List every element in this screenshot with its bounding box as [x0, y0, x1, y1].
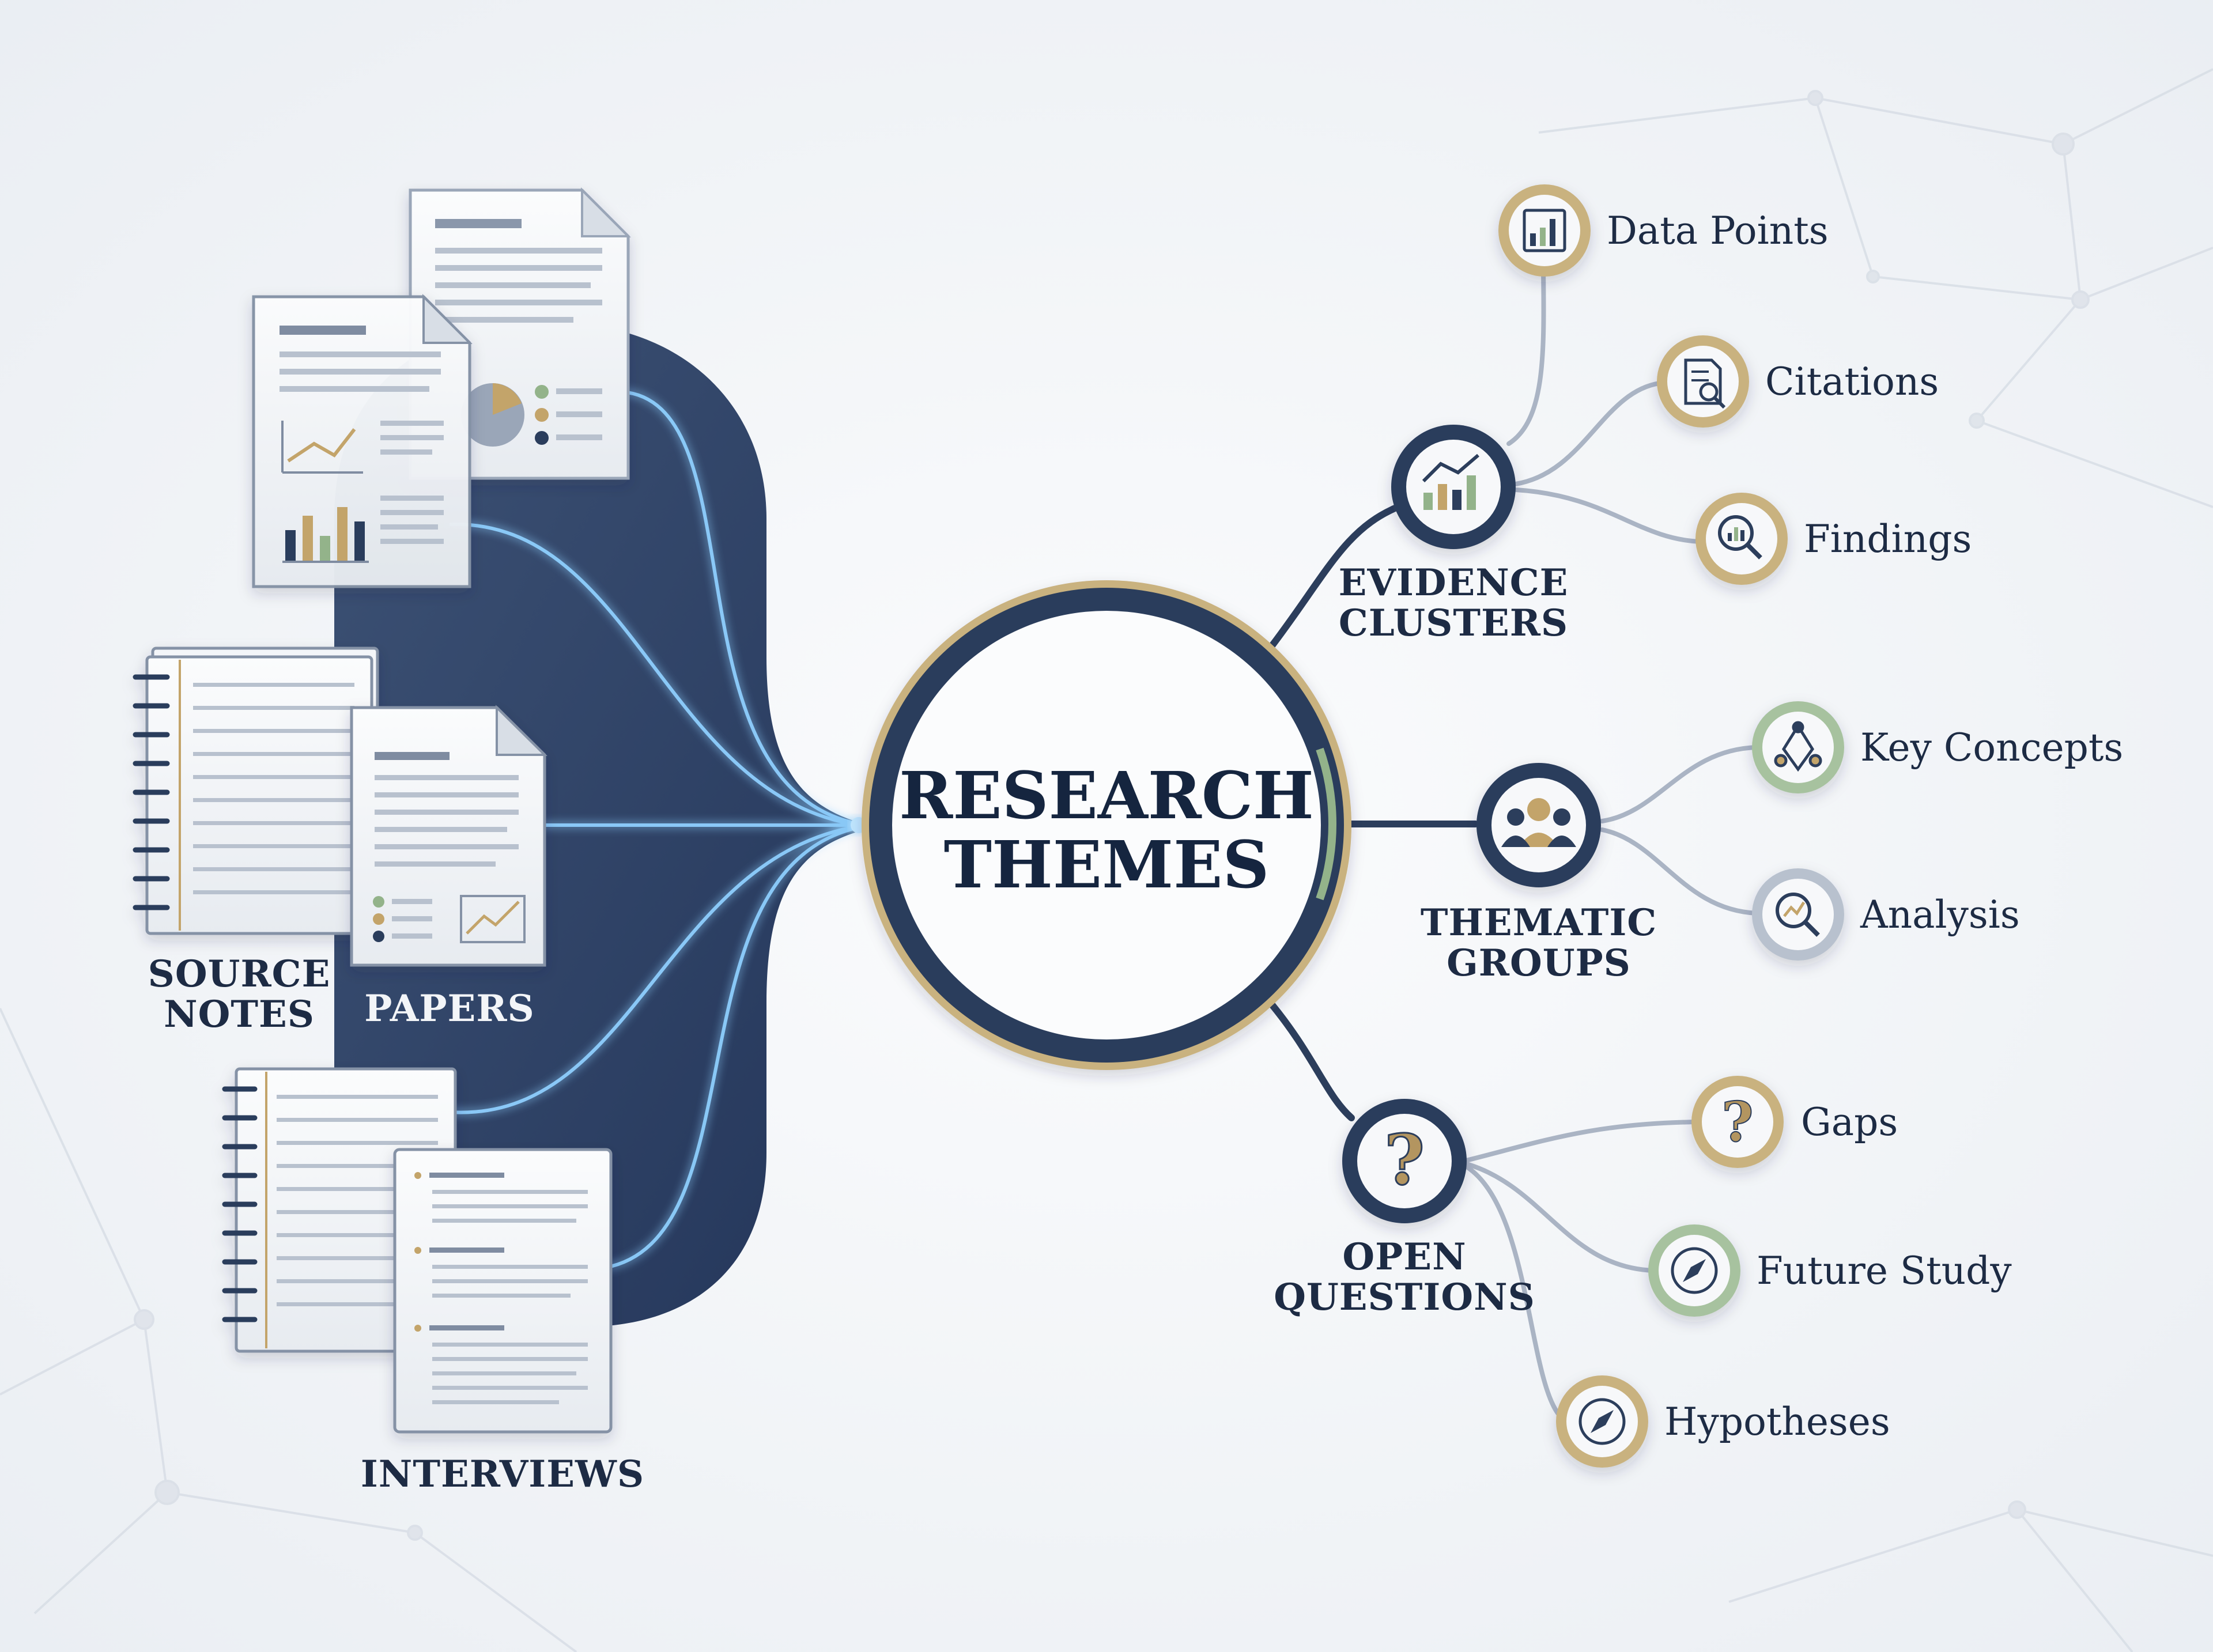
center-node[interactable]: [862, 580, 1351, 1070]
magnifier-chart-icon: [1718, 515, 1762, 560]
concepts-icon: [1774, 721, 1822, 772]
question-mark-icon: ?: [1721, 1090, 1754, 1154]
leaf-gaps-label: Gaps: [1801, 1100, 1898, 1144]
hub-thematic-label-line1: THEMATIC: [1421, 901, 1657, 944]
leaf-connectors: [1462, 269, 1760, 1423]
leaf-key-concepts-label: Key Concepts: [1860, 725, 2123, 770]
papers-label: PAPERS: [364, 987, 534, 1030]
interviews-label: INTERVIEWS: [361, 1453, 644, 1496]
flow-lines: [449, 390, 859, 1269]
bar-chart-icon: [1523, 209, 1566, 252]
transcript-document: [393, 1148, 613, 1434]
notebook-source-notes: [133, 647, 379, 935]
hub-thematic-groups[interactable]: [1476, 763, 1601, 887]
leaf-hypotheses-label: Hypotheses: [1664, 1400, 1890, 1444]
source-notes-label: SOURCE: [148, 952, 331, 996]
leaf-citations-label: Citations: [1765, 360, 1939, 404]
leaf-data-points-label: Data Points: [1607, 209, 1829, 253]
hub-questions-label-line2: QUESTIONS: [1274, 1276, 1535, 1319]
hub-questions-label-line1: OPEN: [1342, 1235, 1466, 1279]
source-notes-label-line2: NOTES: [164, 993, 315, 1036]
hub-evidence-label-line2: CLUSTERS: [1339, 602, 1568, 645]
paper-document-papers: [350, 705, 547, 967]
question-mark-icon: ?: [1384, 1120, 1425, 1201]
leaf-key-concepts[interactable]: [1752, 701, 1844, 793]
center-title-line2: THEMES: [944, 827, 1270, 903]
bar-chart-trend-icon: [1422, 453, 1479, 510]
leaf-analysis-label: Analysis: [1860, 893, 2020, 937]
paper-document-front: [252, 294, 473, 588]
network-decoration: [0, 68, 2213, 1652]
compass-icon: [1578, 1398, 1626, 1445]
people-group-icon: [1501, 798, 1576, 847]
hub-evidence-label-line1: EVIDENCE: [1339, 561, 1569, 604]
hub-evidence-clusters[interactable]: [1391, 425, 1516, 549]
center-title-line1: RESEARCH: [899, 758, 1314, 834]
hub-open-questions[interactable]: [1342, 1099, 1467, 1223]
leaf-gaps[interactable]: [1691, 1076, 1784, 1168]
document-search-icon: [1684, 358, 1726, 409]
compass-icon: [1671, 1247, 1718, 1294]
leaf-analysis[interactable]: [1752, 868, 1844, 961]
leaf-future-study-label: Future Study: [1757, 1249, 2012, 1293]
hub-connectors: [1264, 504, 1479, 1121]
hub-thematic-label-line2: GROUPS: [1447, 942, 1631, 985]
leaf-findings-label: Findings: [1804, 517, 1972, 561]
magnifier-trend-icon: [1776, 893, 1820, 937]
